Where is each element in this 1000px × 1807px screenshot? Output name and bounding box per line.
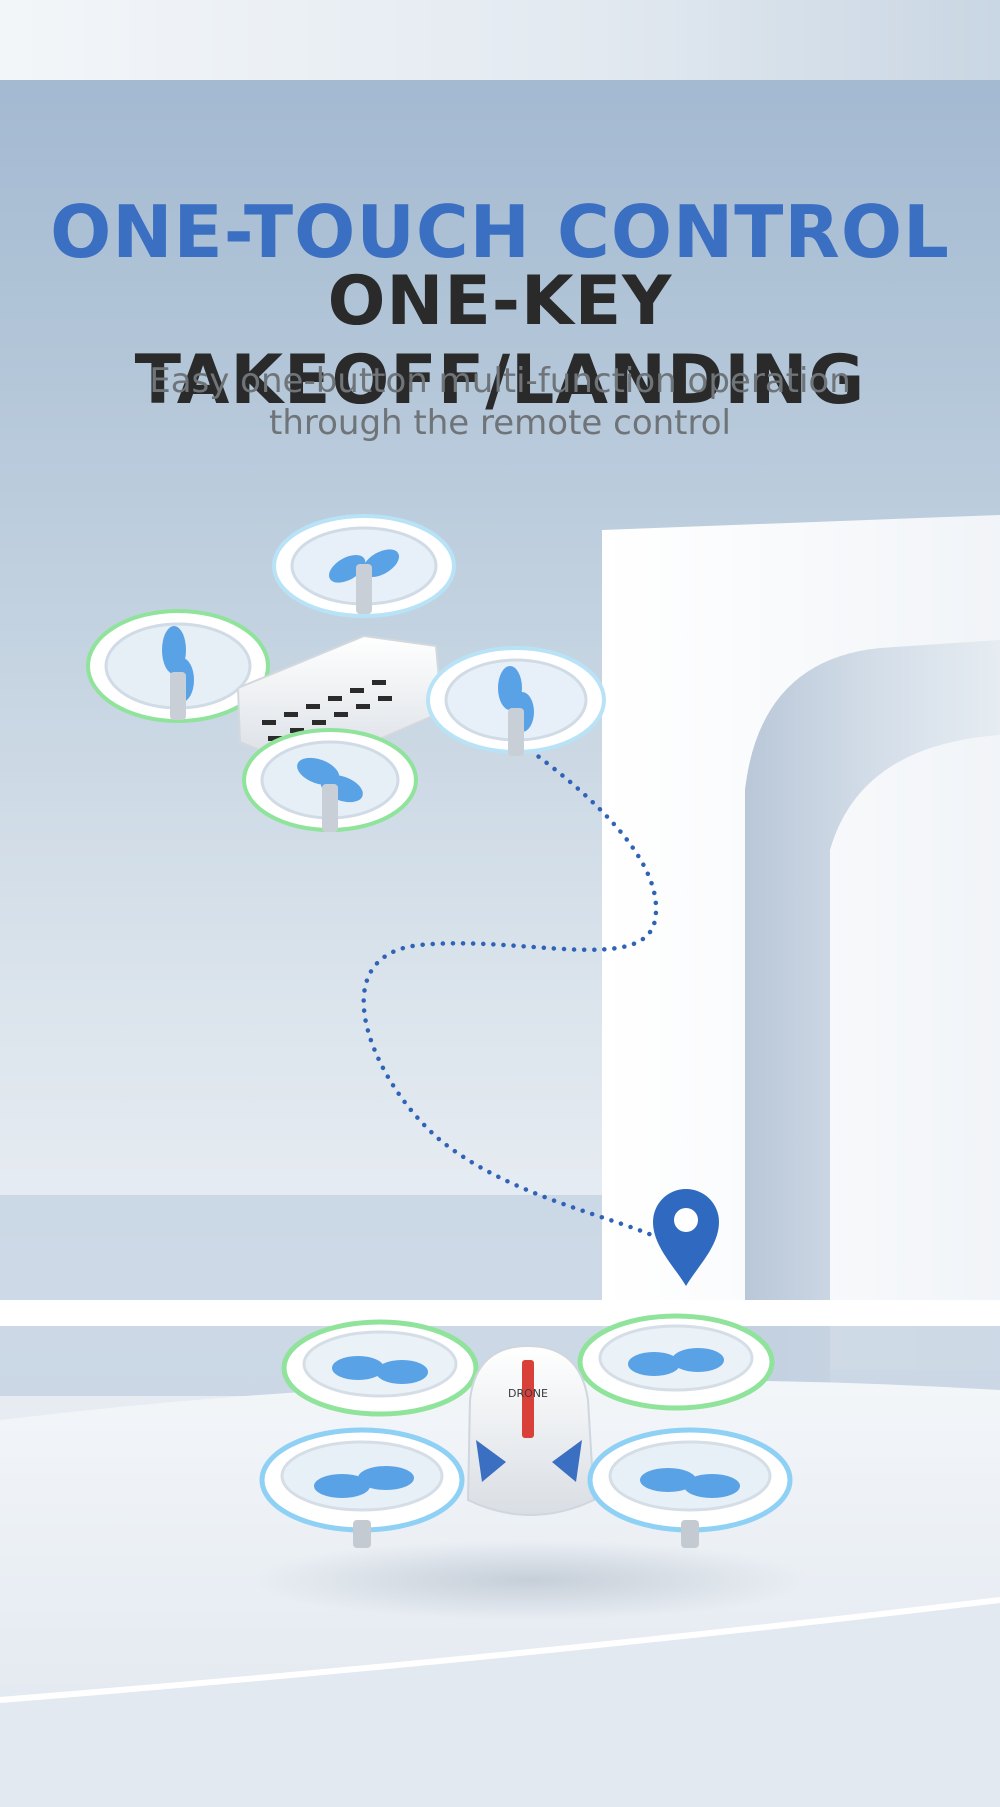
drone-rotor — [577, 1313, 775, 1411]
pedestal-edge — [0, 1597, 1000, 1703]
drone-vents — [262, 680, 392, 741]
drone-rotor — [242, 728, 418, 832]
arch — [745, 640, 1000, 1440]
drone-label: DRONE — [508, 1387, 548, 1400]
location-pin-icon — [653, 1189, 719, 1286]
drone-shadow — [250, 1540, 810, 1620]
flight-path — [361, 697, 683, 1253]
top-band — [0, 0, 1000, 80]
subtitle-line-1: Easy one-button multi-function operation — [149, 361, 851, 401]
floor-stripe — [0, 1300, 1000, 1326]
drone-stripe — [522, 1360, 534, 1438]
drone-rotor — [426, 646, 606, 756]
headline-secondary: ONE-KEY TAKEOFF/LANDING — [134, 262, 866, 420]
drone-trim — [552, 1440, 582, 1482]
subtitle: Easy one-button multi-function operation… — [0, 360, 1000, 444]
pedestal-side — [0, 1600, 1000, 1807]
landed-drone: DRONE — [250, 1313, 810, 1620]
drone-rotor — [259, 1427, 465, 1548]
subtitle-line-2: through the remote control — [269, 403, 731, 443]
headline-primary: ONE-TOUCH CONTROL — [50, 190, 950, 274]
flying-drone — [86, 514, 606, 832]
drone-rotor — [272, 514, 456, 618]
drone-rotor — [281, 1319, 479, 1417]
drone-rotor — [587, 1427, 793, 1548]
drone-trim — [476, 1440, 506, 1482]
drone-rotor — [86, 609, 270, 723]
